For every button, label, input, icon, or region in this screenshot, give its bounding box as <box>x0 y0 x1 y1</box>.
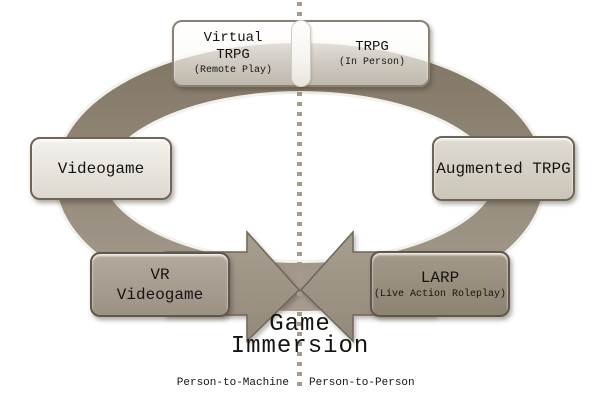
virtual-trpg-sublabel: (Remote Play) <box>193 65 272 76</box>
center-title-line1: Game <box>269 311 331 338</box>
axis-label-person-to-person: Person-to-Person <box>309 377 415 389</box>
videogame-node: Videogame <box>30 137 172 200</box>
vr-videogame-node: VR Videogame <box>90 252 230 317</box>
virtual-trpg-label-line2: TRPG <box>216 47 250 63</box>
augmented-trpg-node: Augmented TRPG <box>432 136 575 201</box>
larp-label: LARP <box>420 268 460 287</box>
videogame-label: Videogame <box>57 159 145 178</box>
top-box-divider-pill <box>291 20 311 87</box>
center-title-line2: Immersion <box>230 333 370 360</box>
trpg-sublabel: (In Person) <box>338 56 405 68</box>
vr-videogame-label-line1: VR <box>150 265 170 284</box>
larp-node: LARP (Live Action Roleplay) <box>370 251 510 317</box>
virtual-trpg-label-line1: Virtual <box>203 30 263 46</box>
virtual-trpg-and-trpg-box: Virtual TRPG (Remote Play) TRPG (In Pers… <box>172 20 430 87</box>
axis-label-person-to-machine: Person-to-Machine <box>176 377 289 389</box>
center-title: Game Immersion <box>0 311 600 360</box>
larp-sublabel: (Live Action Roleplay) <box>373 288 507 300</box>
trpg-label: TRPG <box>355 38 389 55</box>
center-divider-dotted-line <box>297 2 302 392</box>
virtual-trpg-node: Virtual TRPG (Remote Play) <box>174 22 292 85</box>
augmented-trpg-label: Augmented TRPG <box>436 159 571 178</box>
trpg-node: TRPG (In Person) <box>316 22 428 85</box>
vr-videogame-label-line2: Videogame <box>116 285 204 304</box>
